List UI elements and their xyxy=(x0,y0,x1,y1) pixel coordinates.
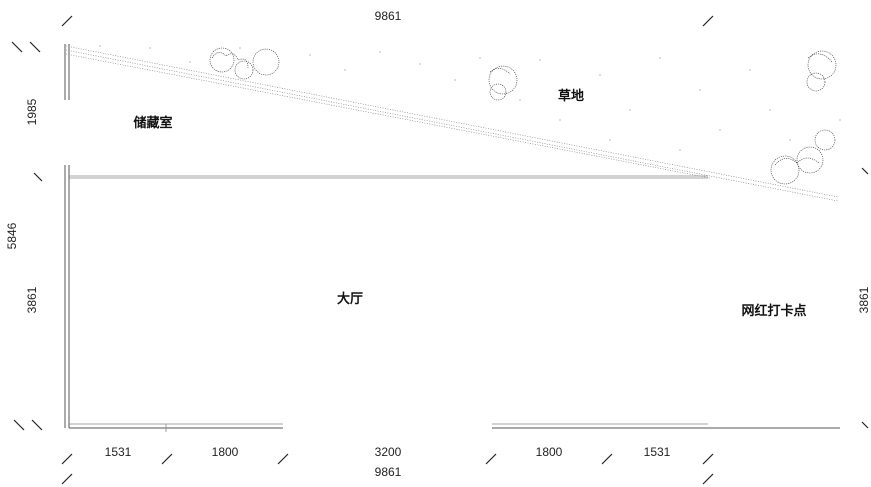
left-upper-dimension: 1985 xyxy=(25,98,39,125)
room-label-photo-spot: 网红打卡点 xyxy=(741,303,806,319)
left-total-dimension: 5846 xyxy=(5,222,19,249)
top-total-dimension: 9861 xyxy=(375,9,402,23)
bottom-segment-4: 1800 xyxy=(536,445,563,459)
right-lower-dimension: 3861 xyxy=(857,286,871,313)
bottom-segment-3: 3200 xyxy=(375,445,402,459)
left-lower-dimension: 3861 xyxy=(25,286,39,313)
room-label-lawn: 草地 xyxy=(558,88,584,104)
bottom-total-dimension: 9861 xyxy=(375,465,402,479)
bottom-segment-1: 1531 xyxy=(105,445,132,459)
shrub-icon xyxy=(209,47,280,80)
diagonal-boundary xyxy=(65,45,839,202)
shrub-icon xyxy=(806,50,837,92)
walls xyxy=(64,44,840,432)
bottom-segment-2: 1800 xyxy=(212,445,239,459)
dimension-ticks xyxy=(11,15,869,485)
shrub-icon xyxy=(770,129,836,185)
room-label-hall: 大厅 xyxy=(337,291,363,307)
shrub-icon xyxy=(488,65,518,101)
lawn-stipple xyxy=(99,45,841,151)
bottom-segment-5: 1531 xyxy=(644,445,671,459)
room-label-storage: 储藏室 xyxy=(132,115,172,131)
